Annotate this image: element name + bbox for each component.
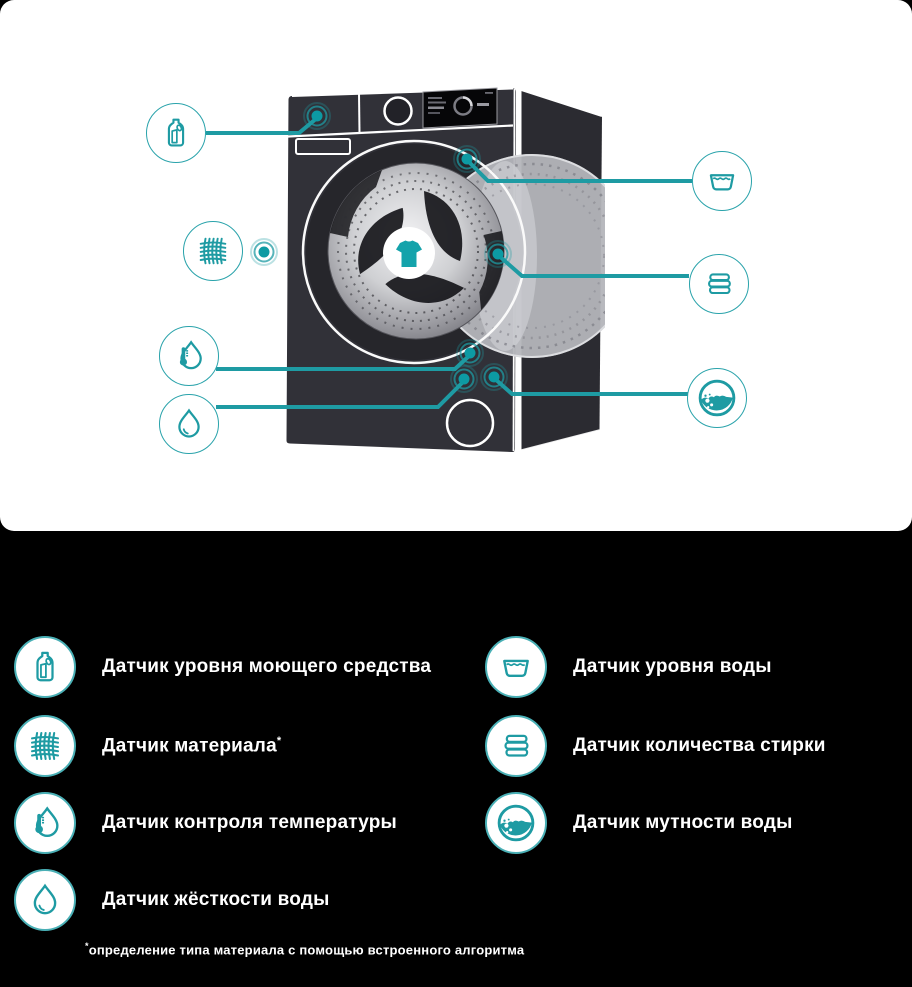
fabric-weave-icon: [26, 727, 64, 765]
washing-machine-illustration: [206, 87, 692, 452]
legend-icon-circle: [14, 869, 76, 931]
legend-row-detergent-level: Датчик уровня моющего средства: [14, 636, 431, 698]
water-basin-icon: [497, 648, 535, 686]
sensor-dot-turbidity: [480, 363, 508, 391]
legend-row-water-hardness: Датчик жёсткости воды: [14, 869, 330, 931]
detergent-drawer: [295, 138, 351, 155]
callout-laundry-quantity: [689, 254, 749, 314]
legend-label-text: Датчик материала: [102, 735, 277, 757]
door-ring: [301, 139, 527, 365]
footnote-asterisk: *: [85, 941, 89, 951]
sensor-dot-material: [250, 238, 278, 266]
water-drop-icon: [171, 406, 207, 442]
sensor-dot-temperature: [456, 339, 484, 367]
legend-icon-circle: [485, 792, 547, 854]
legend-icon-circle: [14, 636, 76, 698]
sensor-dot-hardness: [450, 365, 478, 393]
sensor-dot-detergent: [303, 102, 331, 130]
connector-temperature: [216, 353, 472, 371]
laundry-stack-icon: [701, 266, 737, 302]
legend-row-water-level: Датчик уровня воды: [485, 636, 772, 698]
legend-label: Датчик уровня воды: [573, 656, 772, 677]
legend-row-laundry-quantity: Датчик количества стирки: [485, 715, 826, 777]
sensor-dot-laundry-quantity: [484, 240, 512, 268]
legend-label: Датчик количества стирки: [573, 735, 826, 756]
fabric-weave-icon: [195, 233, 231, 269]
control-display: [422, 87, 498, 129]
legend-icon-circle: [485, 636, 547, 698]
callout-water-turbidity: [687, 368, 747, 428]
legend-label: Датчик контроля температуры: [102, 812, 397, 833]
callout-water-level: [692, 151, 752, 211]
legend-icon-circle: [14, 715, 76, 777]
connector-laundry-quantity: [496, 253, 689, 278]
callout-detergent-level: [146, 103, 206, 163]
callout-material: [183, 221, 243, 281]
filter-door: [445, 398, 495, 448]
water-drop-icon: [26, 881, 64, 919]
legend-row-material: Датчик материала*: [14, 715, 281, 777]
detergent-bottle-icon: [27, 649, 63, 685]
top-illustration-panel: [0, 0, 912, 531]
laundry-stack-icon: [497, 727, 535, 765]
tshirt-badge: [383, 227, 435, 279]
water-turbidity-icon: [493, 800, 539, 846]
callout-temperature-control: [159, 326, 219, 386]
legend-label: Датчик мутности воды: [573, 812, 793, 833]
footnote-text: определение типа материала с помощью вст…: [88, 942, 525, 958]
footnote: *определение типа материала с помощью вс…: [85, 941, 524, 957]
tshirt-icon: [396, 240, 422, 267]
sensor-dot-water-level: [453, 145, 481, 173]
detergent-bottle-icon: [159, 116, 193, 150]
legend-label: Датчик уровня моющего средства: [102, 656, 432, 677]
machine-control-panel: [287, 87, 514, 155]
legend-icon-circle: [485, 715, 547, 777]
legend-label: Датчик материала*: [102, 735, 281, 757]
callout-water-hardness: [159, 394, 219, 454]
legend-label-sup: *: [276, 734, 282, 747]
temperature-drop-icon: [26, 804, 64, 842]
legend-row-temperature-control: Датчик контроля температуры: [14, 792, 397, 854]
sensor-dots: [250, 102, 512, 393]
legend-icon-circle: [14, 792, 76, 854]
water-turbidity-icon: [694, 375, 740, 421]
temperature-drop-icon: [171, 338, 207, 374]
connector-hardness: [216, 379, 466, 409]
water-basin-icon: [704, 163, 740, 199]
program-knob: [383, 96, 413, 126]
legend-row-water-turbidity: Датчик мутности воды: [485, 792, 793, 854]
legend-label: Датчик жёсткости воды: [102, 889, 330, 910]
connector-water-level: [465, 158, 692, 183]
